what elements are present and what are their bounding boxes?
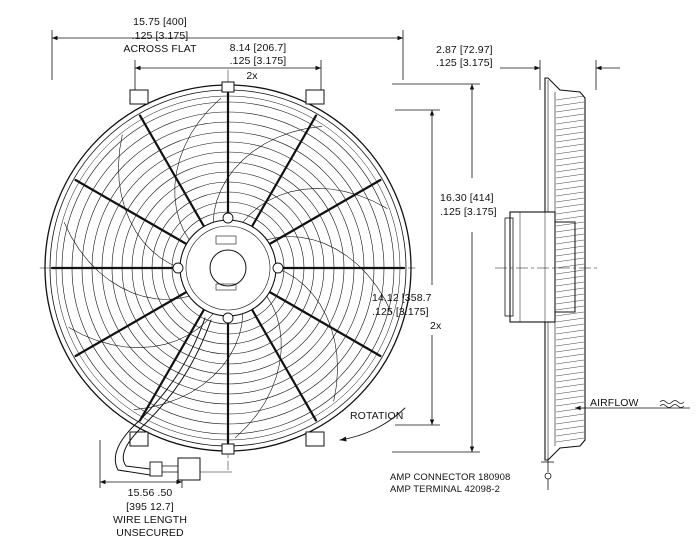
- wire-length-value: 15.56 .50: [127, 487, 173, 499]
- wire-length-metric: [395 12.7]: [126, 501, 174, 513]
- wire-length-note: UNSECURED: [116, 527, 184, 539]
- mount-side-dim-value: 14.12 [358.7: [372, 292, 432, 304]
- mount-side-dim-tolerance: .125 [3.175]: [372, 306, 429, 318]
- width-dim-value: 15.75 [400]: [133, 16, 187, 28]
- mount-top-dim-value: 8.14 [206.7]: [229, 42, 287, 54]
- airflow-label: AIRFLOW: [590, 397, 639, 409]
- amp-connector-label: AMP CONNECTOR 180908: [390, 472, 511, 483]
- wire-length-label: WIRE LENGTH: [112, 514, 188, 526]
- height-dim-tolerance: .125 [3.175]: [440, 206, 497, 218]
- height-dim-value: 16.30 [414]: [440, 192, 494, 204]
- mount-top-dim-qty: 2x: [246, 70, 258, 82]
- fan-front-view: [39, 69, 416, 481]
- fan-side-view: [495, 77, 600, 490]
- depth-dim-tolerance: .125 [3.175]: [436, 57, 493, 69]
- mount-top-dim-tolerance: .125 [3.175]: [229, 55, 287, 67]
- dimension-lines: [51, 30, 620, 488]
- amp-terminal-label: AMP TERMINAL 42098-2: [390, 484, 501, 495]
- width-dim-tolerance: .125 [3.175]: [131, 30, 189, 42]
- rotation-label: ROTATION: [350, 410, 404, 422]
- width-dim-note: ACROSS FLAT: [123, 43, 197, 55]
- depth-dim-value: 2.87 [72.97]: [436, 44, 493, 56]
- airflow-arrow: [575, 400, 690, 411]
- mount-side-dim-qty: 2x: [430, 320, 442, 332]
